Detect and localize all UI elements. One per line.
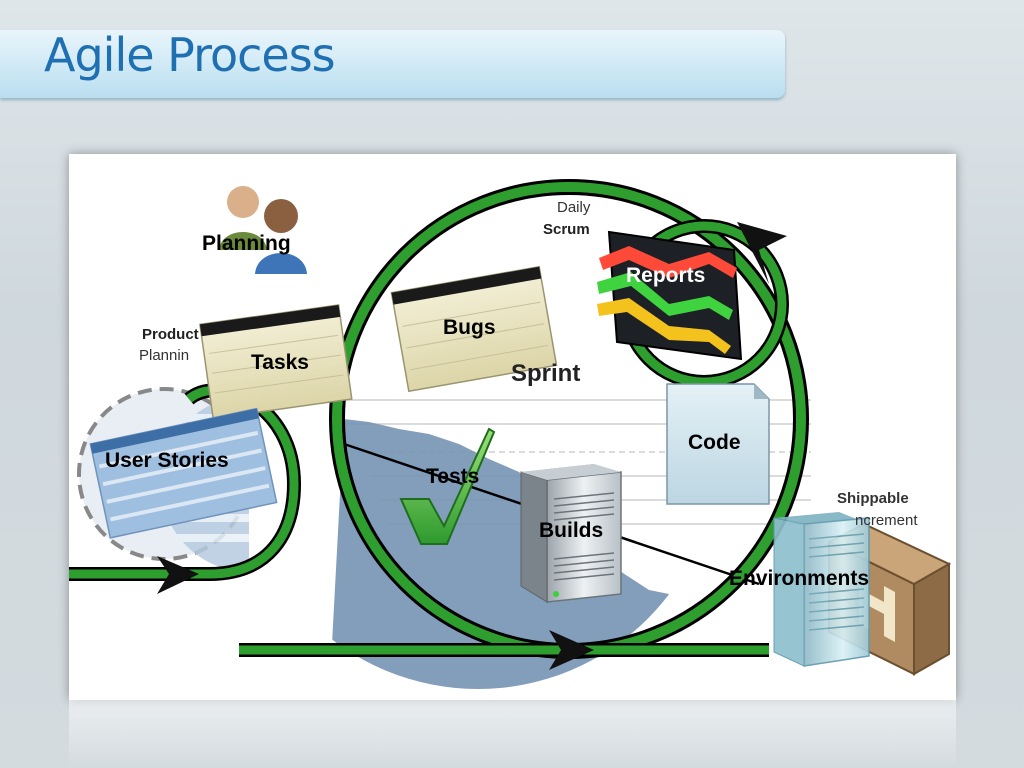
slide-title: Agile Process <box>44 28 336 82</box>
product-label: Product <box>142 326 199 343</box>
daily-scrum-arrow <box>737 222 787 284</box>
left-loop-arrow <box>157 556 199 594</box>
daily-label: Daily <box>557 199 591 216</box>
scrum-label: Scrum <box>543 221 590 238</box>
bugs-label: Bugs <box>443 316 496 339</box>
bottom-arrow <box>549 630 594 670</box>
title-bar <box>0 30 785 98</box>
code-document <box>666 383 770 505</box>
shippable-label: Shippable <box>837 490 909 507</box>
builds-label: Builds <box>539 519 604 542</box>
checkmark-icon <box>399 427 496 545</box>
tasks-note <box>199 304 353 420</box>
bugs-note <box>390 265 558 393</box>
builds-server-icon <box>520 464 622 603</box>
planning-label: Planning <box>202 232 291 255</box>
product-planning-label: Plannin <box>139 347 190 364</box>
user-stories-label: User Stories <box>105 449 229 472</box>
panel-reflection <box>69 700 956 768</box>
agile-diagram <box>69 179 952 689</box>
environments-server-icon <box>773 512 870 667</box>
tests-label: Tests <box>426 465 480 488</box>
environments-label: Environments <box>729 567 870 590</box>
code-label: Code <box>688 431 741 454</box>
increment-label: ncrement <box>855 512 918 529</box>
diagram-panel: Daily Scrum Sprint Product Plannin Shipp… <box>69 154 956 700</box>
tasks-label: Tasks <box>251 351 309 374</box>
reports-chart <box>597 230 743 361</box>
sprint-label: Sprint <box>511 360 581 387</box>
burndown-area <box>329 419 709 689</box>
reports-label: Reports <box>626 264 706 287</box>
people-icon <box>219 186 307 274</box>
user-stories-card <box>89 407 278 539</box>
